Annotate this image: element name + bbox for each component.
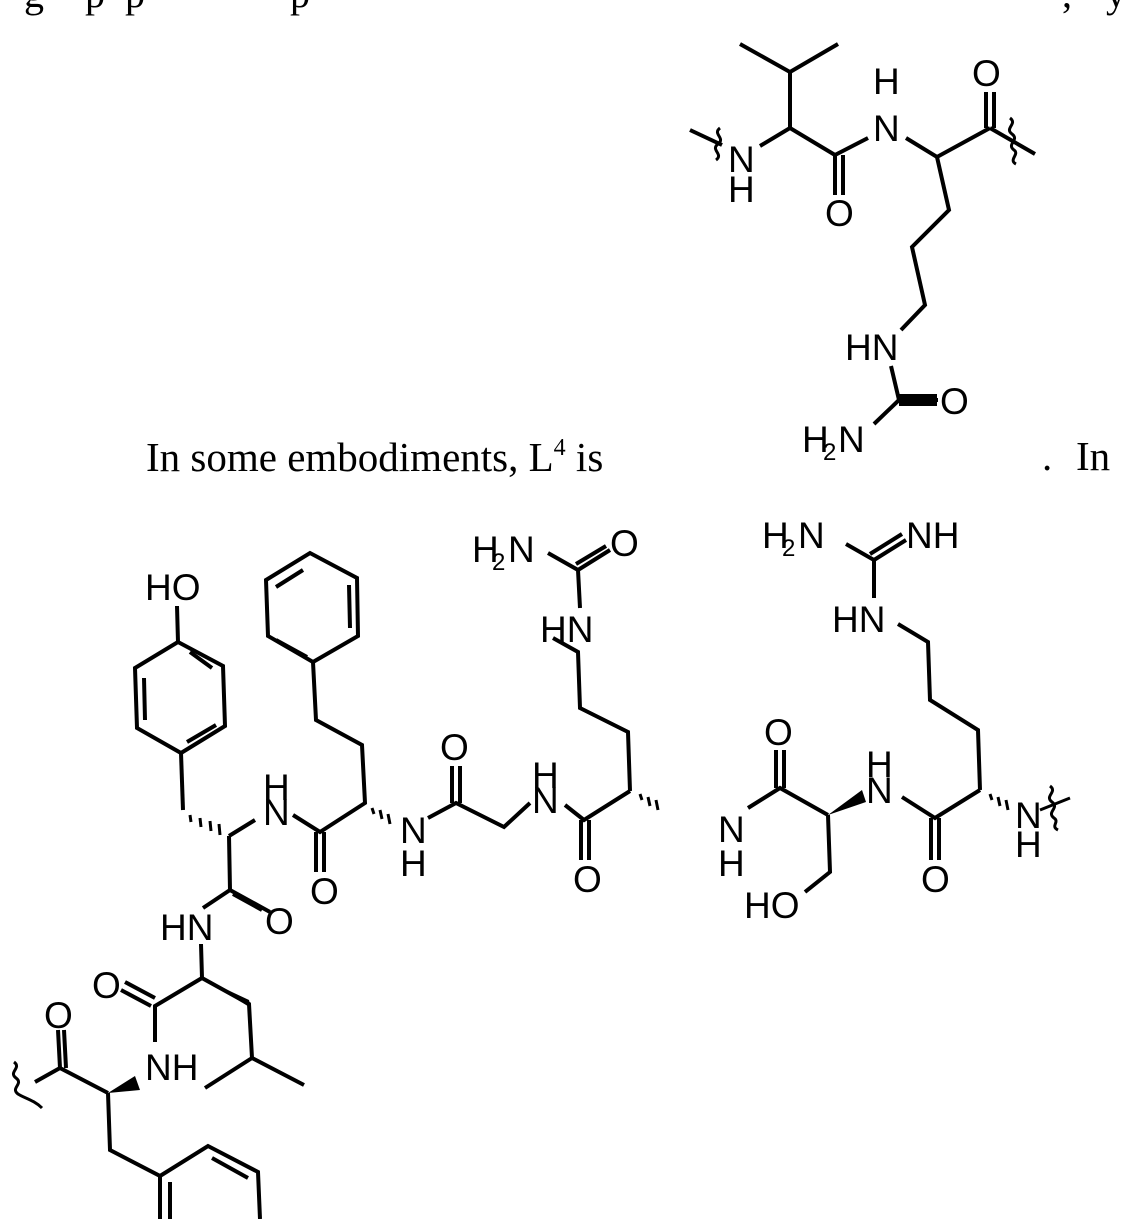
atom-label: O	[92, 965, 121, 1006]
atom-label: O	[440, 727, 469, 768]
atom-label: H	[400, 843, 427, 884]
atom-label: N	[838, 419, 865, 460]
atom-label: 2	[823, 439, 836, 466]
atom-label: N	[866, 770, 893, 811]
atom-label: NH	[145, 1047, 198, 1088]
atom-label: HN	[832, 599, 885, 640]
atom-label: O	[610, 523, 639, 564]
atom-label: H	[472, 529, 499, 570]
val-cit-structure: N H O H N O HN O H 2 N	[689, 42, 1037, 466]
atom-label: O	[44, 995, 73, 1036]
atom-label: N	[400, 810, 427, 851]
sentence-text-is: is	[565, 434, 604, 480]
atom-label: O	[940, 381, 969, 422]
atom-label: N	[718, 809, 745, 850]
cut-fragment: p	[290, 0, 310, 14]
cut-fragment: y	[1106, 0, 1126, 14]
atom-label: H	[263, 767, 290, 808]
cut-off-top-text-line: g p p p , y	[0, 0, 1126, 14]
cut-fragment: g	[24, 0, 44, 14]
atom-label: O	[265, 901, 294, 942]
atom-label: H	[802, 419, 829, 460]
atom-label: N	[728, 139, 755, 180]
atom-label: N	[508, 529, 535, 570]
embodiment-sentence: In some embodiments, L4 is	[146, 436, 603, 478]
cut-fragment: p	[125, 0, 145, 14]
atom-label: 2	[782, 535, 795, 562]
atom-label: H	[532, 755, 559, 796]
atom-label: N	[1015, 795, 1042, 836]
atom-label: HN	[160, 907, 213, 948]
sentence-text: In some embodiments, L	[146, 434, 554, 480]
atom-label: H	[866, 744, 893, 785]
atom-label: 2	[492, 549, 505, 576]
atom-label: NH	[906, 515, 959, 556]
atom-label: HN	[540, 609, 593, 650]
atom-label: O	[921, 859, 950, 900]
atom-label: O	[825, 193, 854, 234]
atom-label: N	[532, 780, 559, 821]
next-sentence-start: In	[1076, 433, 1111, 479]
atom-label: H	[762, 515, 789, 556]
atom-label: H	[873, 61, 900, 102]
atom-label: H	[728, 169, 755, 210]
atom-label: O	[764, 712, 793, 753]
cut-fragment: p	[85, 0, 105, 14]
superscript-4: 4	[553, 435, 566, 461]
atom-label: HO	[145, 567, 201, 608]
atom-label: HN	[845, 327, 898, 368]
atom-label: O	[972, 53, 1001, 94]
atom-label: O	[310, 871, 339, 912]
atom-label: N	[873, 108, 900, 149]
peptide-l4-structure: HO H N O O N H O H N O HN H 2	[11, 515, 1071, 1219]
atom-label: N	[263, 792, 290, 833]
atom-label: N	[798, 515, 825, 556]
sentence-period: .	[1042, 433, 1053, 479]
cut-fragment: ,	[1062, 0, 1072, 14]
atom-label: O	[573, 859, 602, 900]
atom-label: HO	[744, 885, 800, 926]
atom-label: H	[718, 843, 745, 884]
atom-label: H	[1015, 824, 1042, 865]
